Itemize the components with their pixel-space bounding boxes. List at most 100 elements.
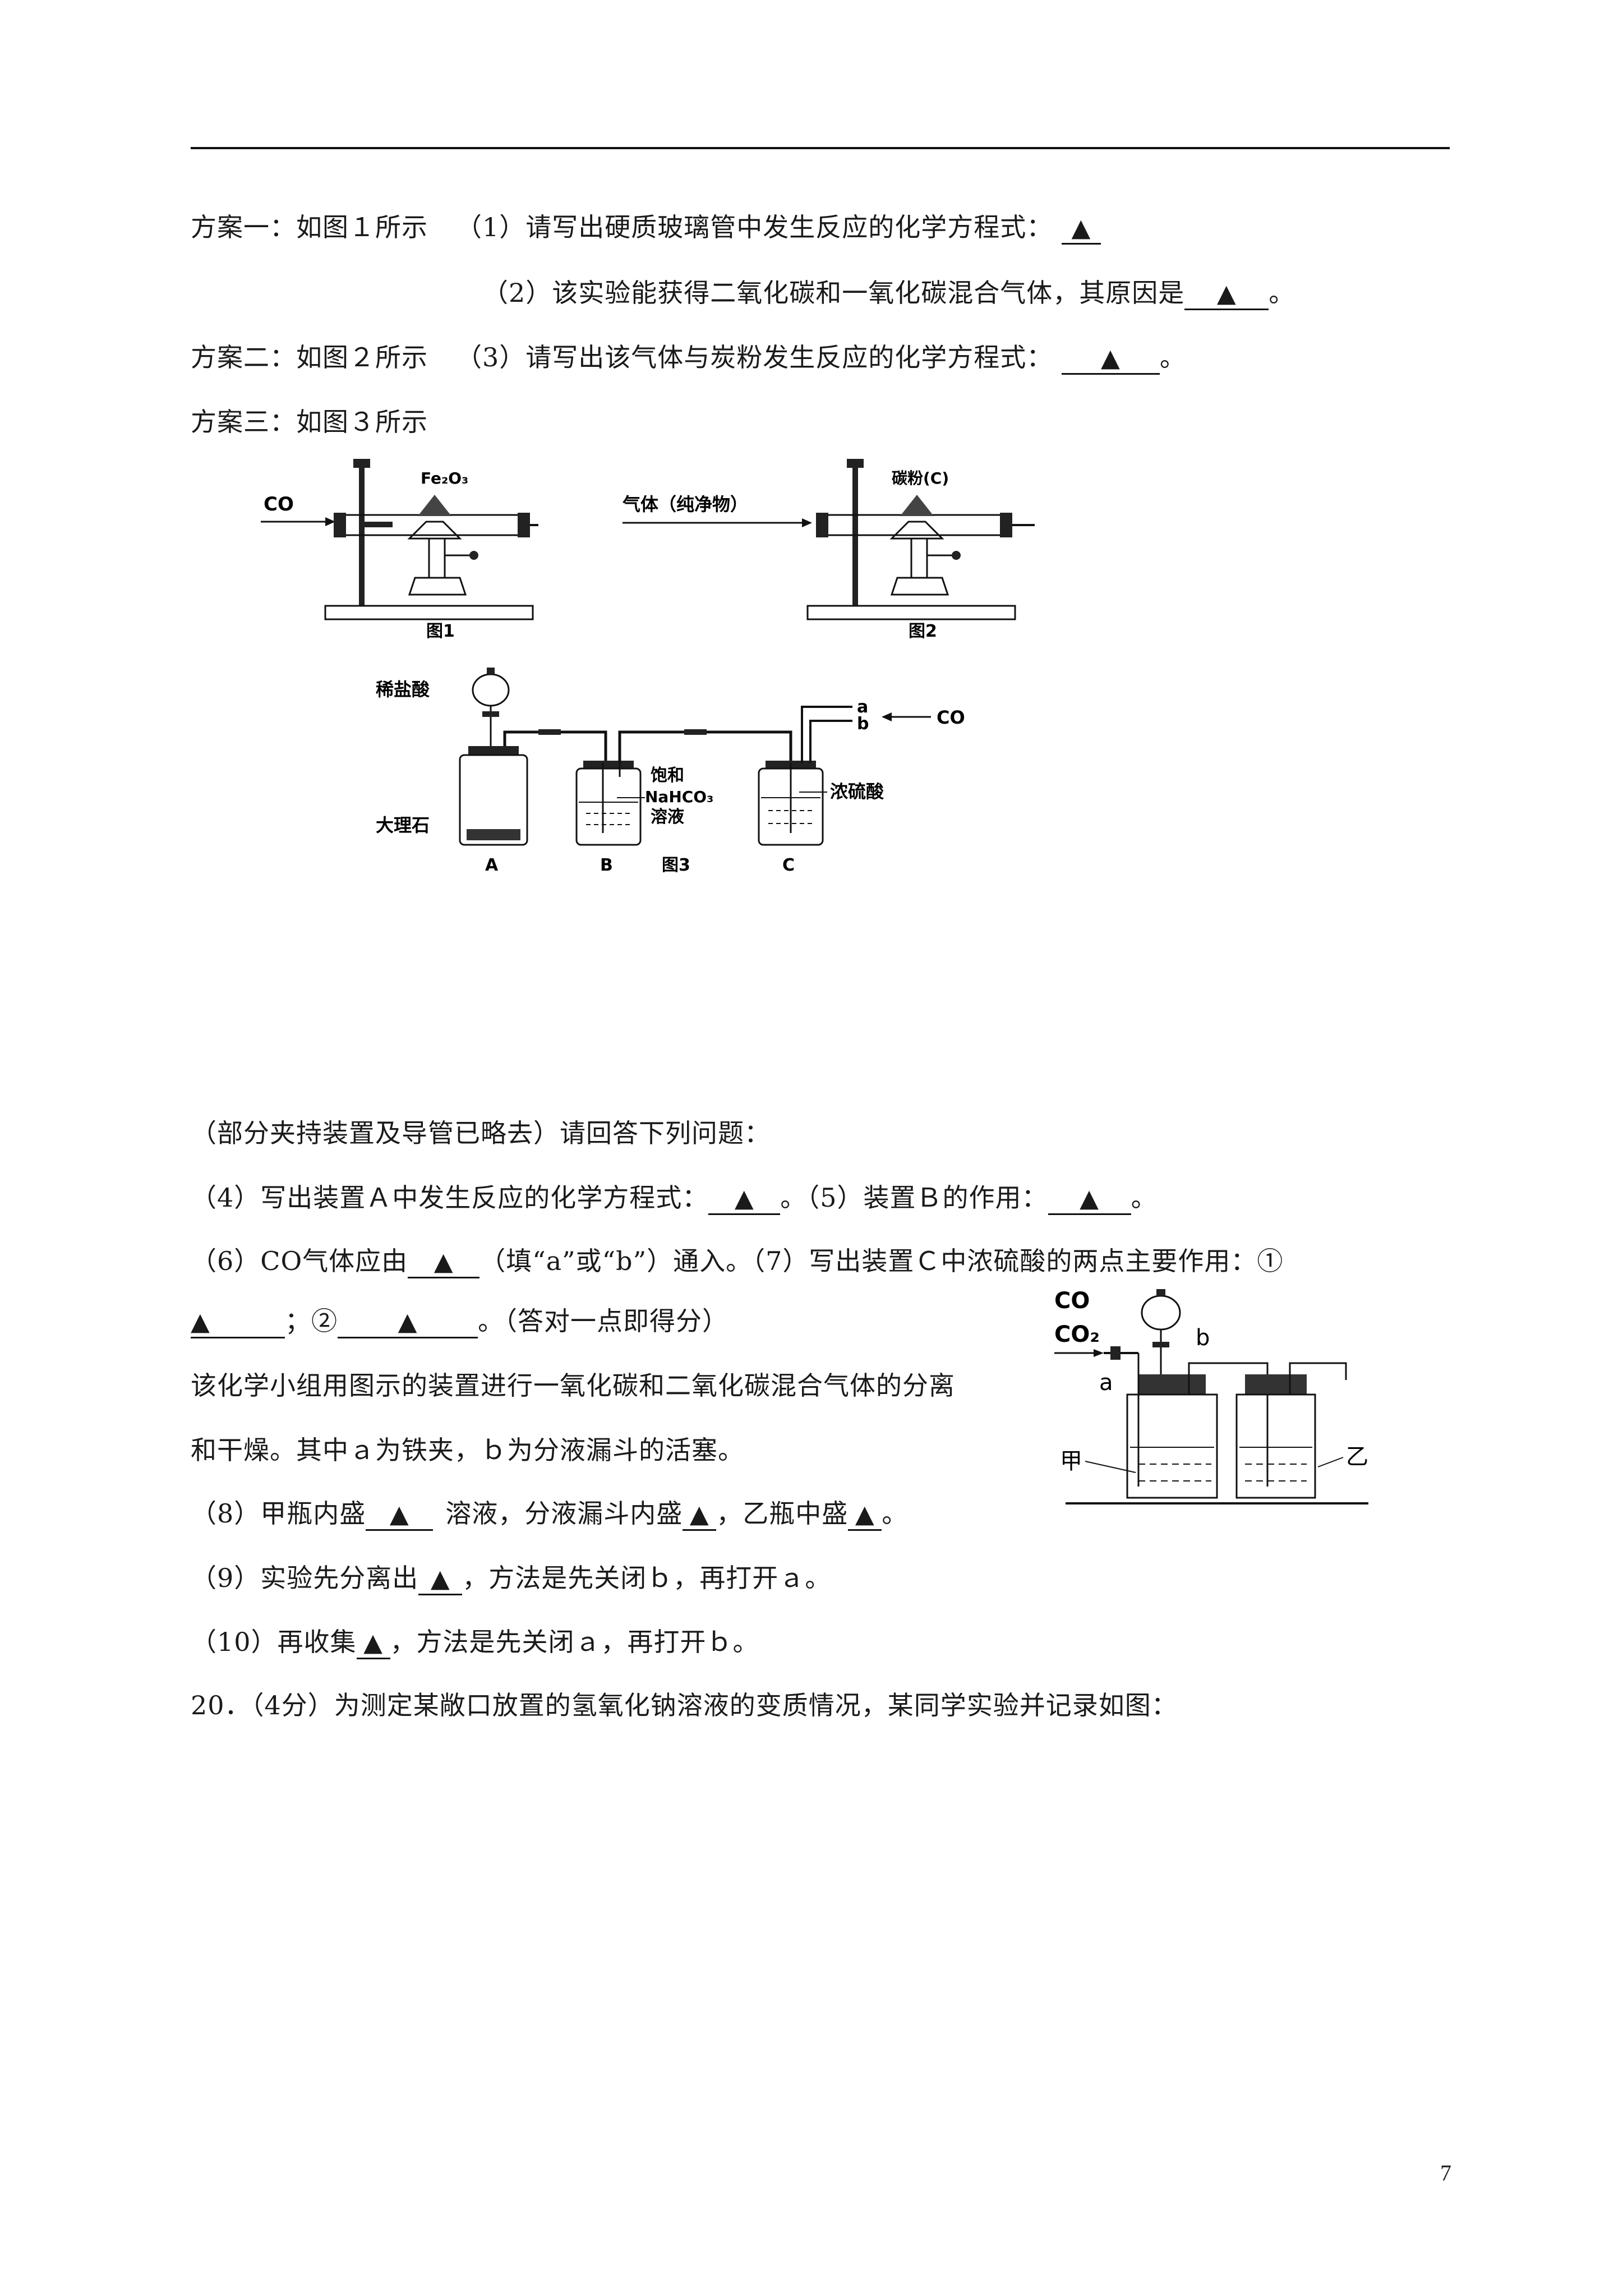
section2-intro: （部分夹持装置及导管已略去）请回答下列问题： [191,1118,771,1148]
answer-blank-6[interactable]: ▲ [408,1246,480,1278]
answer-blank-3[interactable]: ▲ [1061,343,1160,375]
fig4-bottle1-label: 甲 [1060,1448,1082,1474]
question-5: （5）装置Ｂ的作用： [806,1182,1048,1213]
answer-mark: ▲ [1071,214,1091,242]
answer-blank-8a[interactable]: ▲ [366,1499,434,1531]
page-number: 7 [1440,2160,1451,2185]
answer-blank-2[interactable]: ▲ [1184,278,1269,310]
fig3-co-arrow [882,712,892,721]
fig2-reagent [900,495,934,516]
q9-line: （9）实验先分离出 ▲ ，方法是先关闭ｂ，再打开ａ。 [191,1561,831,1595]
fig1-burner [428,537,446,579]
separator: ；② [285,1306,338,1336]
answer-mark: ▲ [389,1500,409,1529]
plan3-label: 方案三：如图３所示 [191,407,428,437]
q6-q7-line: （6）CO气体应由 ▲ （填“a”或“b”）通入。（7）写出装置Ｃ中浓硫酸的两点主要… [191,1244,1283,1278]
answer-blank-9[interactable]: ▲ [418,1563,463,1595]
punct: 。 [1159,342,1186,372]
question-10-method: ，方法是先关闭ａ，再打开ｂ。 [390,1627,759,1657]
answer-mark: ▲ [734,1184,754,1213]
fig1-caption: 图1 [426,622,455,639]
plan2-line: 方案二：如图２所示（3）请写出该气体与炭粉发生反应的化学方程式： ▲。 [191,341,1186,375]
answer-blank-10[interactable]: ▲ [356,1627,390,1659]
punct: 。 [780,1182,807,1213]
fig2-caption: 图2 [909,622,937,639]
fig4-gas2: CO₂ [1054,1322,1100,1347]
answer-mark: ▲ [1216,279,1237,308]
question-8-mid: 溶液，分液漏斗内盛 [445,1498,683,1529]
punct: 。 [1269,278,1295,308]
fig3-tube-bc [618,730,792,763]
fig3-bottle-a [459,754,528,846]
figure-1: CO Fe₂O₃ 图1 [261,459,538,639]
fig4-inlet-arrow [1094,1349,1104,1357]
figure-2: 气体（纯净物） 碳粉(C) 图2 [623,459,1035,639]
header-rule [191,147,1450,149]
answer-mark: ▲ [363,1628,383,1657]
answer-blank-8b[interactable]: ▲ [683,1499,717,1531]
question-8: （8）甲瓶内盛 [191,1498,366,1529]
answer-blank-8c[interactable]: ▲ [848,1499,882,1531]
fig4-iron-clamp [1110,1346,1121,1360]
plan1-line1: 方案一：如图１所示 （1）请写出硬质玻璃管中发生反应的化学方程式： ▲ [191,210,1101,245]
question-9: （9）实验先分离出 [191,1563,419,1593]
answer-blank-1[interactable]: ▲ [1061,213,1101,245]
q10-line: （10）再收集▲，方法是先关闭ａ，再打开ｂ。 [191,1625,759,1659]
answer-blank-5[interactable]: ▲ [1048,1183,1131,1215]
fig4-label-b: b [1196,1325,1210,1351]
fig1-stand-rod [359,466,365,611]
paragraph-line1: 该化学小组用图示的装置进行一氧化碳和二氧化碳混合气体的分离 [191,1370,955,1401]
fig2-glass-tube [820,514,1008,536]
fig3-tube-ab [503,730,607,763]
question-7-note: 。（答对一点即得分） [478,1306,728,1336]
fig3-b-label-3: 溶液 [651,807,684,827]
answer-mark: ▲ [1080,1184,1099,1213]
fig3-marble [467,829,520,840]
fig3-bottle-b [575,767,642,846]
fig3-funnel-label: 稀盐酸 [376,679,430,700]
fig4-label-a: a [1099,1370,1113,1396]
question-10: （10）再收集 [191,1627,357,1657]
question-7: （7）写出装置Ｃ中浓硫酸的两点主要作用：① [752,1246,1284,1276]
fig2-reagent-label: 碳粉(C) [892,469,949,487]
question-6: （6）CO气体应由 [191,1246,408,1276]
fig1-gas-label: CO [264,493,294,516]
answer-blank-7a[interactable]: ▲ [191,1306,285,1338]
plan1-label: 方案一：如图１所示 [191,212,428,242]
answer-mark: ▲ [434,1248,454,1276]
fig4-bottle-jia [1126,1393,1218,1499]
fig3-label-c: C [782,855,795,875]
fig1-reagent [418,495,451,516]
fig1-reagent-label: Fe₂O₃ [421,469,468,487]
answer-mark: ▲ [689,1500,709,1529]
figure-3: 稀盐酸 大理石 A 饱和 NaHCO₃ 溶液 B a b CO 浓硫酸 C 图3 [376,668,965,875]
answer-mark: ▲ [191,1308,210,1336]
question-1: （1）请写出硬质玻璃管中发生反应的化学方程式： [456,212,1053,242]
fig3-gas-in: CO [937,707,965,728]
answer-blank-7b[interactable]: ▲ [338,1306,478,1338]
fig2-gas-label: 气体（纯净物） [623,494,748,515]
question-9-method: ，方法是先关闭ｂ，再打开ａ。 [462,1563,832,1593]
fig3-separatory-funnel [472,673,510,707]
fig3-label-b: B [600,855,613,875]
figure-separation: CO CO₂ a b 甲 乙 [1054,1288,1368,1504]
fig3-caption: 图3 [662,855,690,875]
plan2-label: 方案二：如图２所示 [191,342,428,372]
question-4: （4）写出装置Ａ中发生反应的化学方程式： [191,1182,709,1213]
answer-mark: ▲ [430,1565,450,1593]
question-6-note: （填“a”或“b”）通入。 [479,1246,753,1276]
fig3-label-a: A [485,855,499,875]
answer-mark: ▲ [1100,344,1121,372]
answer-mark: ▲ [855,1500,875,1529]
paragraph-line2: 和干燥。其中ａ为铁夹，ｂ为分液漏斗的活塞。 [191,1435,744,1465]
fig1-base [324,605,534,620]
punct: 。 [1131,1182,1158,1213]
fig3-solid-label: 大理石 [376,815,430,836]
answer-blank-4[interactable]: ▲ [708,1183,781,1215]
fig2-stand-rod [852,466,858,611]
q4-q5-line: （4）写出装置Ａ中发生反应的化学方程式：▲。（5）装置Ｂ的作用：▲。 [191,1181,1158,1215]
fig3-b-label-1: 饱和 [651,766,684,785]
fig4-gas1: CO [1054,1288,1090,1314]
fig3-port-a: a [857,697,868,717]
fig3-b-label-2: NaHCO₃ [645,788,713,806]
